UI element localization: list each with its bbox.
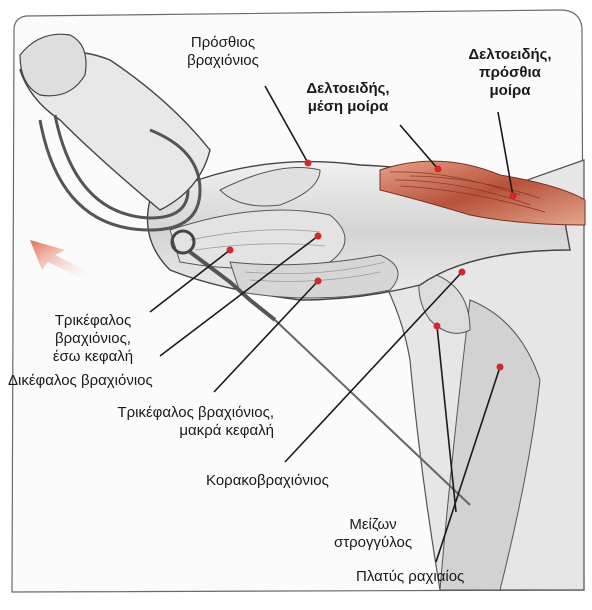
label-coracobrachialis: Κορακοβραχιόνιος <box>206 472 329 490</box>
label-teres-major: Μείζων στρογγύλος <box>318 516 428 552</box>
label-biceps: Δικέφαλος βραχιόνιος <box>8 372 153 390</box>
label-line: Μείζων <box>318 516 428 534</box>
label-deltoid-middle: Δελτοειδής, μέση μοίρα <box>288 80 408 116</box>
dot-deltoid-middle <box>435 166 442 173</box>
label-line: βραχιόνιος <box>168 52 278 70</box>
label-line: στρογγύλος <box>318 534 428 552</box>
label-deltoid-anterior: Δελτοειδής, πρόσθια μοίρα <box>440 46 580 100</box>
label-line: βραχιόνιος, <box>40 330 146 348</box>
dot-biceps <box>315 233 322 240</box>
dot-triceps-medial <box>227 247 234 254</box>
label-line: Τρικέφαλος βραχιόνιος, <box>30 404 274 422</box>
label-line: Πρόσθιος <box>168 34 278 52</box>
label-line: Τρικέφαλος <box>40 312 146 330</box>
label-line: μέση μοίρα <box>288 98 408 116</box>
label-line: Δελτοειδής, <box>440 46 580 64</box>
label-triceps-long: Τρικέφαλος βραχιόνιος, μακρά κεφαλή <box>30 404 274 440</box>
label-latissimus: Πλατύς ραχιαίος <box>356 568 464 586</box>
dot-teres-major <box>434 323 441 330</box>
label-anterior-brachialis: Πρόσθιος βραχιόνιος <box>168 34 278 70</box>
label-line: μακρά κεφαλή <box>30 422 274 440</box>
dot-latissimus <box>497 364 504 371</box>
dot-anterior-brachialis <box>305 160 312 167</box>
label-triceps-medial: Τρικέφαλος βραχιόνιος, έσω κεφαλή <box>40 312 146 366</box>
label-line: έσω κεφαλή <box>40 348 146 366</box>
label-line: πρόσθια <box>440 64 580 82</box>
dot-coracobrachialis <box>459 269 466 276</box>
label-line: Δελτοειδής, <box>288 80 408 98</box>
dot-triceps-long <box>315 278 322 285</box>
label-line: μοίρα <box>440 82 580 100</box>
dot-deltoid-anterior <box>510 193 517 200</box>
